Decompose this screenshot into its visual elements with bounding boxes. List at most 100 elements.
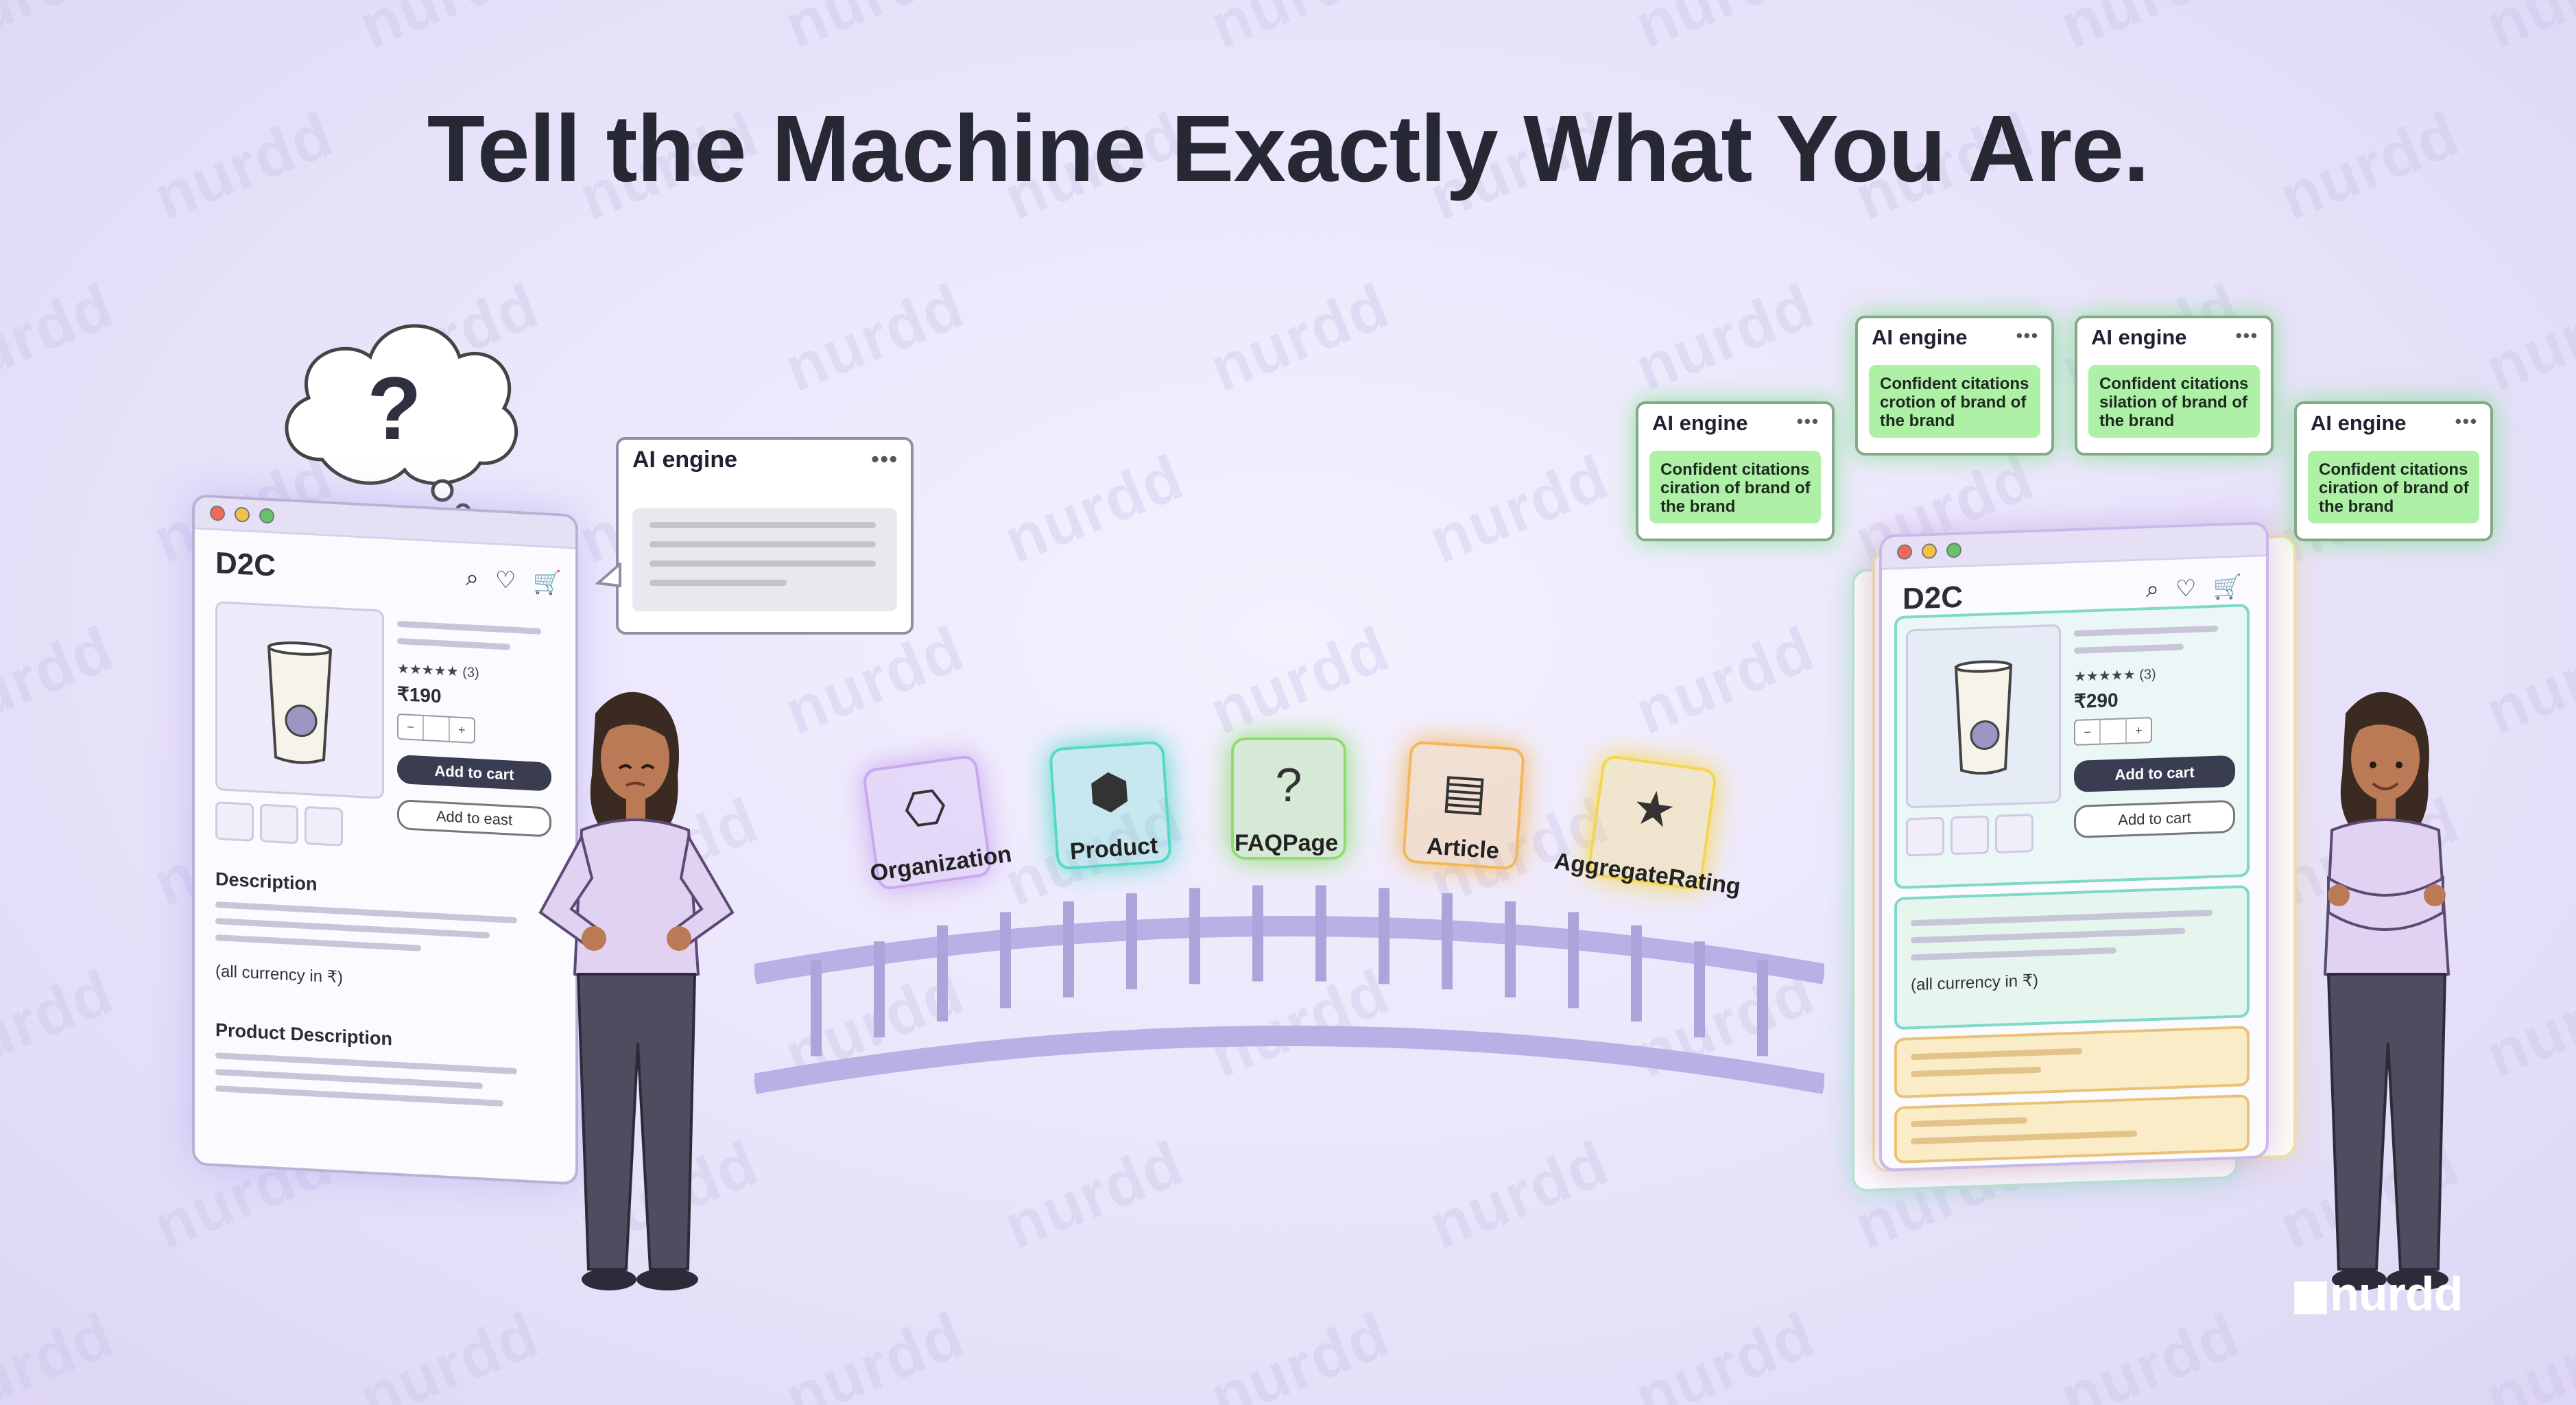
ai-card-title: AI engine bbox=[2311, 411, 2407, 435]
add-to-cart-button-secondary[interactable]: Add to cart bbox=[2074, 799, 2235, 838]
box-icon: ⬢ bbox=[1086, 764, 1132, 820]
quantity-stepper[interactable]: − + bbox=[2074, 717, 2152, 746]
schema-bridge bbox=[754, 885, 1824, 1094]
description-section-highlight: (all currency in ₹) bbox=[1894, 885, 2250, 1030]
maximize-dot-icon[interactable] bbox=[259, 508, 274, 524]
description-line-3 bbox=[1911, 947, 2116, 961]
product-description-line-2 bbox=[215, 1069, 483, 1089]
heart-icon[interactable]: ♡ bbox=[495, 567, 516, 595]
watermark-text: nurdd bbox=[1625, 0, 1824, 63]
confident-citation-box: Confident citations ciration of brand of… bbox=[1649, 451, 1821, 523]
product-price: ₹290 bbox=[2074, 689, 2119, 712]
confused-woman-illustration bbox=[538, 692, 735, 1290]
more-menu-icon[interactable]: ••• bbox=[871, 447, 898, 471]
more-menu-icon[interactable]: ••• bbox=[2016, 325, 2039, 346]
schema-tile-label: FAQPage bbox=[1235, 830, 1339, 856]
watermark-text: nurdd bbox=[775, 1299, 974, 1405]
thumbnail-1[interactable] bbox=[215, 801, 254, 842]
right-ai-engine-card-3: AI engine ••• Confident citations silation… bbox=[2075, 316, 2274, 456]
search-icon[interactable]: ⌕ bbox=[466, 565, 479, 592]
org-chart-icon: ⎔ bbox=[901, 779, 950, 839]
citation-text: Confident citations crotion of brand of … bbox=[1880, 375, 2029, 430]
add-to-cart-button-primary[interactable]: Add to cart bbox=[2074, 755, 2235, 792]
minimize-dot-icon[interactable] bbox=[1922, 543, 1937, 559]
watermark-text: nurdd bbox=[0, 0, 123, 63]
cart-icon[interactable]: 🛒 bbox=[532, 569, 562, 597]
heart-icon[interactable]: ♡ bbox=[2175, 575, 2197, 602]
qty-minus-button[interactable]: − bbox=[398, 715, 425, 740]
minimize-dot-icon[interactable] bbox=[235, 506, 250, 523]
watermark-text: nurdd bbox=[1420, 1128, 1619, 1263]
watermark-text: nurdd bbox=[0, 613, 123, 748]
maximize-dot-icon[interactable] bbox=[1946, 542, 1961, 558]
thought-bubble: ? bbox=[285, 324, 518, 519]
speech-tail bbox=[595, 563, 621, 588]
ai-body-line-2 bbox=[649, 541, 876, 547]
rating-line-1 bbox=[1911, 1117, 2027, 1128]
close-dot-icon[interactable] bbox=[1897, 544, 1912, 560]
citation-text: Confident citations ciration of brand of… bbox=[1660, 460, 1811, 516]
product-image[interactable] bbox=[1906, 624, 2061, 809]
watermark-text: nurdd bbox=[994, 1128, 1193, 1263]
header-icons: ⌕ ♡ 🛒 bbox=[466, 565, 562, 597]
thumbnail-1[interactable] bbox=[1906, 816, 1944, 857]
thumbnail-2[interactable] bbox=[1951, 815, 1989, 855]
more-menu-icon[interactable]: ••• bbox=[1796, 411, 1820, 432]
faq-section-highlight bbox=[1894, 1026, 2250, 1099]
qty-plus-button[interactable]: + bbox=[458, 722, 466, 737]
watermark-text: nurdd bbox=[2476, 0, 2576, 63]
confident-citation-box: Confident citations crotion of brand of … bbox=[1869, 365, 2040, 438]
cart-icon[interactable]: 🛒 bbox=[2213, 574, 2242, 601]
logo-mark-icon: ◼ bbox=[2291, 1267, 2330, 1321]
quantity-stepper[interactable]: − + bbox=[397, 713, 475, 744]
faq-line-2 bbox=[1911, 1066, 2041, 1078]
description-label: Description bbox=[215, 869, 318, 895]
brand-logo: D2C bbox=[215, 546, 276, 583]
rating-section-highlight bbox=[1894, 1094, 2250, 1164]
rating-stars: ★★★★★ (3) bbox=[2074, 666, 2156, 685]
thumbnail-3[interactable] bbox=[1995, 814, 2034, 854]
ai-card-title: AI engine bbox=[1872, 325, 1968, 349]
citation-text: Confident citations silation of brand of… bbox=[2099, 375, 2249, 430]
ai-card-title: AI engine bbox=[1652, 411, 1748, 435]
left-ai-engine-card: AI engine ••• bbox=[616, 437, 914, 635]
watermark-text: nurdd bbox=[1200, 0, 1399, 63]
ai-body-line-1 bbox=[649, 522, 876, 528]
ai-body-line-3 bbox=[649, 560, 876, 567]
watermark-text: nurdd bbox=[2051, 0, 2250, 63]
thumbnail-2[interactable] bbox=[260, 803, 298, 845]
ai-card-title: AI engine bbox=[632, 447, 738, 473]
schema-tile-faqpage[interactable]: ? bbox=[1231, 737, 1346, 860]
star-icon: ★ bbox=[1629, 779, 1680, 839]
product-image[interactable] bbox=[215, 601, 384, 799]
more-menu-icon[interactable]: ••• bbox=[2455, 411, 2478, 432]
thumbnail-3[interactable] bbox=[305, 805, 343, 847]
watermark-text: nurdd bbox=[1200, 1299, 1399, 1405]
ai-body-line-4 bbox=[649, 580, 787, 586]
more-menu-icon[interactable]: ••• bbox=[2235, 325, 2258, 346]
watermark-text: nurdd bbox=[2051, 1299, 2250, 1405]
question-bubble-icon: ? bbox=[1275, 758, 1302, 812]
rating-stars: ★★★★★ (3) bbox=[397, 661, 479, 681]
ai-card-title: AI engine bbox=[2091, 325, 2187, 349]
watermark-text: nurdd bbox=[775, 0, 974, 63]
currency-note: (all currency in ₹) bbox=[1911, 971, 2038, 995]
description-line-2 bbox=[215, 918, 490, 938]
brand-logo: D2C bbox=[1903, 580, 1964, 616]
right-ai-engine-card-1: AI engine ••• Confident citations ciration… bbox=[1636, 401, 1835, 541]
ai-card-body bbox=[632, 508, 897, 611]
watermark-text: nurdd bbox=[1625, 270, 1824, 405]
watermark-text: nurdd bbox=[1420, 442, 1619, 577]
description-line-2 bbox=[1911, 928, 2185, 944]
qty-plus-button[interactable]: + bbox=[2135, 723, 2143, 737]
close-dot-icon[interactable] bbox=[210, 505, 225, 521]
description-line-3 bbox=[215, 934, 421, 952]
confident-citation-box: Confident citations ciration of brand of… bbox=[2308, 451, 2479, 523]
schema-tile-label: Article bbox=[1425, 833, 1501, 864]
search-icon[interactable]: ⌕ bbox=[2146, 576, 2160, 603]
logo-text: nurdd bbox=[2330, 1267, 2463, 1321]
description-line-1 bbox=[1911, 909, 2213, 927]
qty-minus-button[interactable]: − bbox=[2075, 720, 2101, 744]
currency-note: (all currency in ₹) bbox=[215, 962, 343, 987]
product-price: ₹190 bbox=[397, 683, 442, 707]
